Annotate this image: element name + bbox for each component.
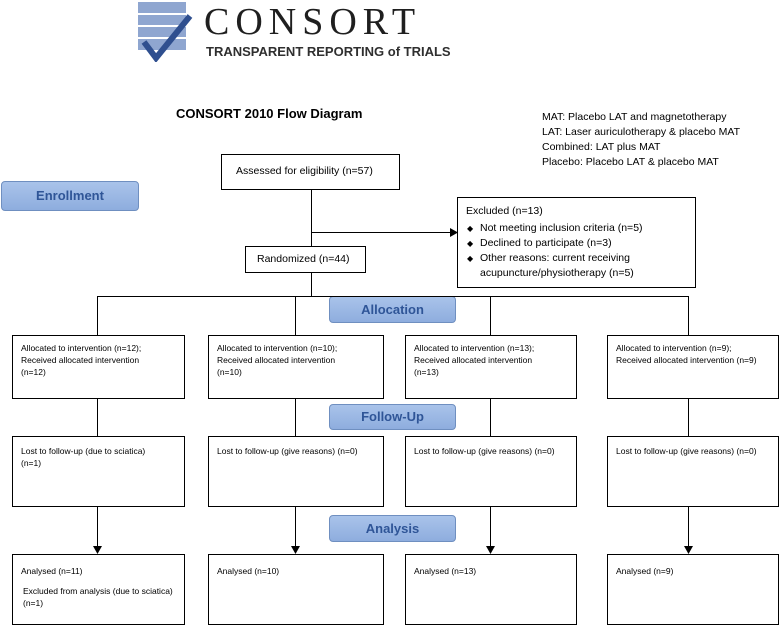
followup-box: Lost to follow-up (give reasons) (n=0) xyxy=(208,436,384,507)
analysis-line: Analysed (n=10) xyxy=(217,566,280,576)
allocation-box: Allocated to intervention (n=10); Receiv… xyxy=(208,335,384,399)
connector-line xyxy=(97,506,98,548)
connector-line xyxy=(295,506,296,548)
arrow-down-icon xyxy=(93,546,102,554)
followup-line: Lost to follow-up (due to sciatica) xyxy=(21,446,146,456)
allocation-line: Received allocated intervention xyxy=(414,355,533,365)
allocation-line: Allocated to intervention (n=10); xyxy=(217,343,338,353)
allocation-line: (n=12) xyxy=(21,367,46,377)
allocation-line: Received allocated intervention (n=9) xyxy=(616,355,757,365)
randomized-text: Randomized (n=44) xyxy=(257,253,350,265)
assessed-box: Assessed for eligibility (n=57) xyxy=(221,154,400,190)
diagram-title: CONSORT 2010 Flow Diagram xyxy=(176,106,363,121)
analysis-box: Analysed (n=9) xyxy=(607,554,779,625)
stage-analysis: Analysis xyxy=(329,515,456,542)
allocation-line: (n=10) xyxy=(217,367,242,377)
followup-box: Lost to follow-up (give reasons) (n=0) xyxy=(405,436,577,507)
legend-item: MAT: Placebo LAT and magnetotherapy xyxy=(542,111,727,123)
followup-line: (n=1) xyxy=(21,458,42,468)
allocation-box: Allocated to intervention (n=13); Receiv… xyxy=(405,335,577,399)
followup-box: Lost to follow-up (due to sciatica) (n=1… xyxy=(12,436,185,507)
legend: MAT: Placebo LAT and magnetotherapy LAT:… xyxy=(542,110,740,170)
legend-item: LAT: Laser auriculotherapy & placebo MAT xyxy=(542,126,741,138)
excluded-title: Excluded (n=13) xyxy=(466,205,543,217)
analysis-box: Analysed (n=11) Excluded from analysis (… xyxy=(12,554,185,625)
logo-title: CONSORT xyxy=(204,1,422,43)
excluded-list: Not meeting inclusion criteria (n=5) Dec… xyxy=(466,221,689,281)
stage-allocation: Allocation xyxy=(329,296,456,323)
connector-line xyxy=(97,296,688,297)
excluded-item: Declined to participate (n=3) xyxy=(466,236,689,251)
analysis-box: Analysed (n=13) xyxy=(405,554,577,625)
connector-line xyxy=(97,398,98,436)
logo-subtitle: TRANSPARENT REPORTING of TRIALS xyxy=(206,44,451,59)
excluded-item: Other reasons: current receiving acupunc… xyxy=(466,251,689,281)
stage-followup: Follow-Up xyxy=(329,404,456,430)
connector-line xyxy=(311,190,312,246)
connector-line xyxy=(295,296,296,335)
allocation-line: Allocated to intervention (n=13); xyxy=(414,343,535,353)
assessed-text: Assessed for eligibility (n=57) xyxy=(236,165,373,177)
arrow-right-icon xyxy=(450,228,458,237)
connector-line xyxy=(97,296,98,335)
legend-item: Combined: LAT plus MAT xyxy=(542,141,661,153)
excluded-box: Excluded (n=13) Not meeting inclusion cr… xyxy=(457,197,696,288)
connector-line xyxy=(490,398,491,436)
followup-line: Lost to follow-up (give reasons) (n=0) xyxy=(414,446,555,456)
analysis-line: Excluded from analysis (due to sciatica)… xyxy=(23,586,173,608)
followup-line: Lost to follow-up (give reasons) (n=0) xyxy=(217,446,358,456)
arrow-down-icon xyxy=(684,546,693,554)
connector-line xyxy=(688,296,689,335)
allocation-box: Allocated to intervention (n=9); Receive… xyxy=(607,335,779,399)
analysis-box: Analysed (n=10) xyxy=(208,554,384,625)
analysis-line: Analysed (n=11) xyxy=(21,566,83,576)
arrow-down-icon xyxy=(486,546,495,554)
connector-line xyxy=(490,506,491,548)
consort-logo: CONSORT TRANSPARENT REPORTING of TRIALS xyxy=(138,1,458,64)
arrow-down-icon xyxy=(291,546,300,554)
connector-line xyxy=(688,506,689,548)
allocation-line: (n=13) xyxy=(414,367,439,377)
connector-line xyxy=(688,398,689,436)
analysis-line: Analysed (n=9) xyxy=(616,566,674,576)
allocation-line: Allocated to intervention (n=9); xyxy=(616,343,732,353)
consort-check-icon xyxy=(138,2,193,62)
connector-line xyxy=(295,398,296,436)
excluded-item: Not meeting inclusion criteria (n=5) xyxy=(466,221,689,236)
connector-line xyxy=(311,232,453,233)
stage-enrollment: Enrollment xyxy=(1,181,139,211)
followup-box: Lost to follow-up (give reasons) (n=0) xyxy=(607,436,779,507)
legend-item: Placebo: Placebo LAT & placebo MAT xyxy=(542,156,719,168)
allocation-box: Allocated to intervention (n=12); Receiv… xyxy=(12,335,185,399)
analysis-line: Analysed (n=13) xyxy=(414,566,477,576)
connector-line xyxy=(311,273,312,297)
followup-line: Lost to follow-up (give reasons) (n=0) xyxy=(616,446,757,456)
allocation-line: Allocated to intervention (n=12); xyxy=(21,343,142,353)
randomized-box: Randomized (n=44) xyxy=(245,246,366,273)
allocation-line: Received allocated intervention xyxy=(217,355,336,365)
connector-line xyxy=(490,296,491,335)
allocation-line: Received allocated intervention xyxy=(21,355,140,365)
